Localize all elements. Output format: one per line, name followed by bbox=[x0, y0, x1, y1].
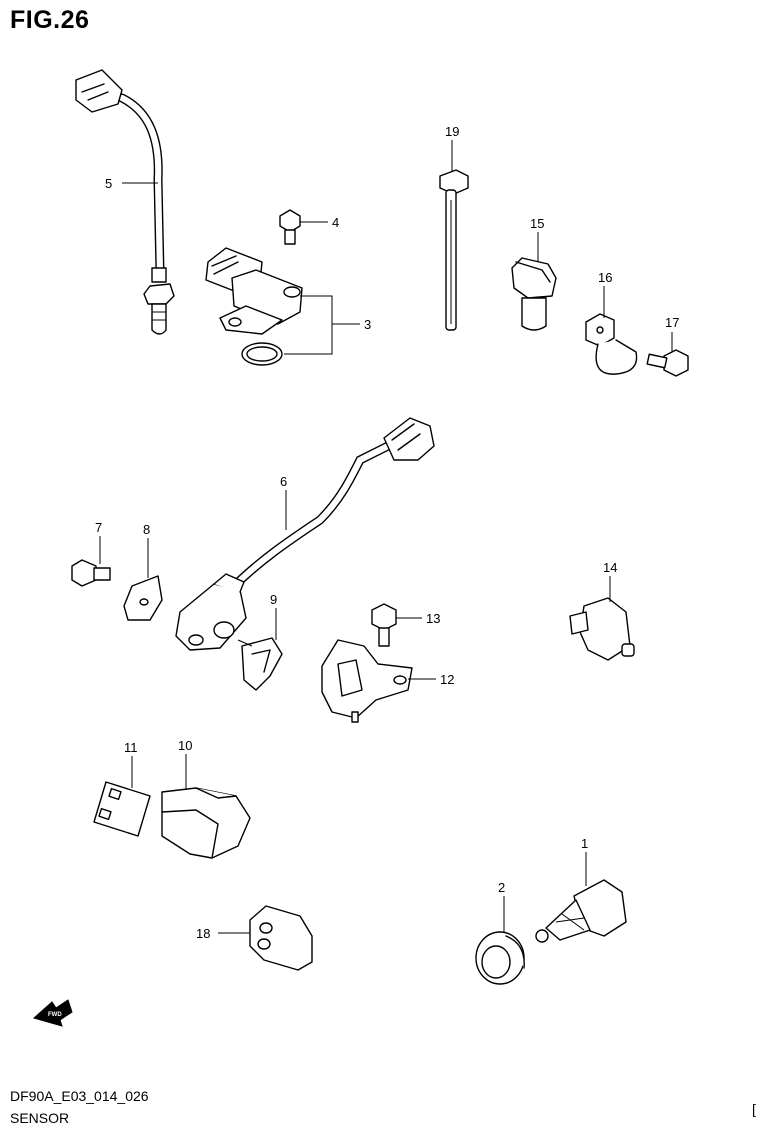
part-17-bolt[interactable] bbox=[646, 349, 689, 377]
callout-8: 8 bbox=[143, 522, 150, 537]
callout-11: 11 bbox=[124, 740, 138, 755]
callout-6: 6 bbox=[280, 474, 287, 489]
callout-12: 12 bbox=[440, 672, 454, 687]
callout-5: 5 bbox=[105, 176, 112, 191]
part-3-pressure-sensor[interactable] bbox=[205, 247, 303, 366]
part-9-bracket[interactable] bbox=[237, 637, 283, 691]
part-15-clip[interactable] bbox=[511, 257, 557, 331]
front-label: FWD bbox=[48, 1012, 62, 1018]
front-direction-arrow-icon: FWD bbox=[32, 999, 73, 1027]
callout-7: 7 bbox=[95, 520, 102, 535]
callout-1: 1 bbox=[581, 836, 588, 851]
part-7-bolt[interactable] bbox=[71, 559, 111, 587]
part-11-label[interactable] bbox=[93, 781, 151, 837]
part-5-temperature-sensor[interactable] bbox=[75, 69, 175, 335]
callout-15: 15 bbox=[530, 216, 544, 231]
callout-2: 2 bbox=[498, 880, 505, 895]
callout-13: 13 bbox=[426, 611, 440, 626]
figure-code: DF90A_E03_014_026 bbox=[10, 1088, 149, 1104]
part-16-clamp[interactable] bbox=[585, 313, 638, 375]
callout-10: 10 bbox=[178, 738, 192, 753]
figure-name: SENSOR bbox=[10, 1110, 70, 1126]
callout-18: 18 bbox=[196, 926, 210, 941]
part-8-plate[interactable] bbox=[123, 575, 163, 621]
callout-4: 4 bbox=[332, 215, 339, 230]
part-18-grommet[interactable] bbox=[249, 905, 313, 971]
callout-17: 17 bbox=[665, 315, 679, 330]
callout-14: 14 bbox=[603, 560, 617, 575]
callout-9: 9 bbox=[270, 592, 277, 607]
part-2-grommet-ring[interactable] bbox=[475, 931, 525, 985]
part-19-cable-tie[interactable] bbox=[439, 169, 469, 331]
callout-19: 19 bbox=[445, 124, 459, 139]
part-6-crank-sensor[interactable] bbox=[175, 417, 435, 651]
part-1-temperature-sensor[interactable] bbox=[535, 879, 627, 943]
part-10-cover[interactable] bbox=[161, 787, 251, 859]
callout-16: 16 bbox=[598, 270, 612, 285]
figure-title: FIG.26 bbox=[10, 6, 90, 34]
part-12-sensor-bracket[interactable] bbox=[321, 639, 413, 723]
callout-3: 3 bbox=[364, 317, 371, 332]
part-14-knock-sensor[interactable] bbox=[569, 597, 635, 661]
part-13-bolt[interactable] bbox=[371, 603, 397, 647]
corner-mark: [ bbox=[752, 1101, 756, 1117]
part-4-bolt[interactable] bbox=[279, 209, 301, 245]
